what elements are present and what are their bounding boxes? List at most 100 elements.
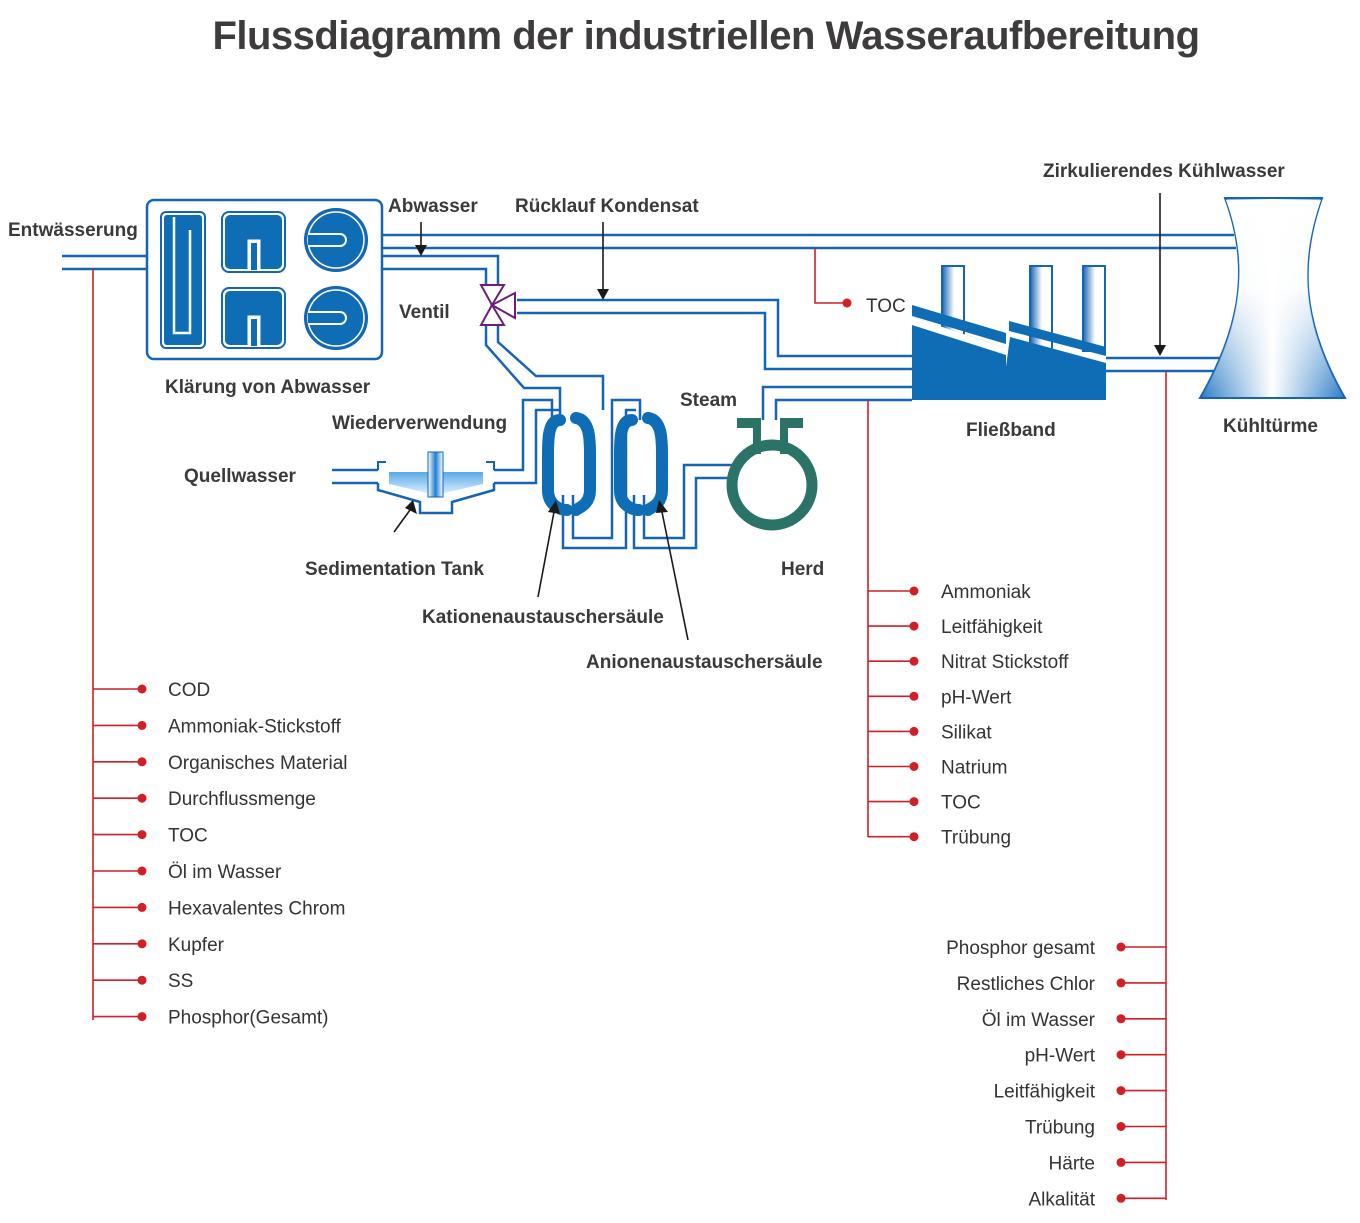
monitor-item: Ammoniak-Stickstoff — [93, 716, 342, 737]
arrow-head-icon — [405, 500, 417, 514]
column-link-3 — [642, 463, 740, 540]
sensor-dot — [137, 793, 147, 803]
square-tank-icon — [221, 287, 286, 349]
factory-icon — [912, 265, 1106, 400]
monitor-item: TOC — [868, 793, 981, 814]
cooling-tower-icon — [1198, 197, 1347, 399]
sensor-dot — [909, 621, 919, 631]
sensor-dot — [137, 939, 147, 949]
label-kuehltuerme: Kühltürme — [1223, 416, 1318, 437]
monitor-item: Härte — [1049, 1153, 1166, 1174]
sedim-out-outer — [494, 408, 560, 485]
monitoring-lines — [92, 248, 1167, 1200]
monitor-item: Alkalität — [1028, 1189, 1166, 1210]
monitor-label: Kupfer — [168, 935, 225, 956]
label-herd: Herd — [781, 559, 824, 580]
sensor-dot — [1116, 978, 1126, 988]
monitor-item: Nitrat Stickstoff — [868, 652, 1069, 673]
monitor-label: TOC — [168, 826, 208, 847]
monitor-label: COD — [168, 680, 210, 701]
arrow-head-icon — [597, 289, 609, 300]
monitor-item: Öl im Wasser — [982, 1010, 1166, 1031]
steam-pipe-left — [761, 385, 912, 420]
monitor-label: Leitfähigkeit — [941, 617, 1043, 638]
label-wiederverwendung: Wiederverwendung — [332, 413, 507, 434]
sensor-dot — [909, 586, 919, 596]
monitor-item: SS — [93, 971, 193, 992]
label-klaerung: Klärung von Abwasser — [165, 377, 371, 398]
monitor-item: Hexavalentes Chrom — [93, 898, 345, 919]
three-way-valve-icon — [479, 284, 516, 326]
label-toc-sensor: TOC — [866, 296, 906, 317]
monitor-label: Organisches Material — [168, 753, 348, 774]
sedim-out-inner — [494, 398, 554, 472]
boiler-icon — [726, 418, 818, 531]
monitor-item: Trübung — [868, 828, 1011, 849]
reuse-pipe-left — [484, 325, 562, 414]
monitor-label: Nitrat Stickstoff — [941, 652, 1069, 673]
monitor-item: Trübung — [1025, 1118, 1166, 1139]
monitor-item: COD — [93, 680, 210, 701]
sensor-dot — [909, 797, 919, 807]
monitor-item: Phosphor(Gesamt) — [93, 1008, 329, 1029]
reuse-pipe-right — [496, 325, 605, 410]
column-link-4 — [632, 476, 735, 550]
monitor-label: Ammoniak-Stickstoff — [168, 716, 342, 737]
monitor-item: Durchflussmenge — [93, 789, 316, 810]
sensor-dot — [137, 975, 147, 985]
sensor-dot — [909, 726, 919, 736]
label-steam: Steam — [680, 390, 737, 411]
monitor-item: Silikat — [868, 722, 992, 743]
annotation-arrows — [393, 193, 1166, 641]
anion-exchange-column-icon — [614, 412, 668, 516]
sensor-dot — [137, 757, 147, 767]
monitor-label: Trübung — [1025, 1118, 1095, 1139]
sensor-dot — [137, 1012, 147, 1022]
monitor-label: Durchflussmenge — [168, 789, 316, 810]
sensor-dot — [909, 762, 919, 771]
sensor-dot — [137, 684, 147, 694]
serpentine-channel — [172, 217, 192, 335]
pipes — [62, 233, 1236, 550]
monitor-item: Natrium — [868, 758, 1008, 779]
monitor-label: Alkalität — [1028, 1189, 1095, 1210]
monitor-label: TOC — [941, 793, 981, 814]
sensor-dot — [1116, 1014, 1126, 1024]
arrow-head-icon — [415, 245, 427, 256]
sensor-dot — [137, 830, 147, 840]
arrow-head-icon — [1154, 345, 1166, 356]
monitor-label: Trübung — [941, 828, 1011, 849]
monitor-item: Ammoniak — [868, 582, 1031, 603]
toc-line — [814, 248, 845, 304]
monitor-item: Leitfähigkeit — [868, 617, 1043, 638]
monitor-label: Hexavalentes Chrom — [168, 898, 345, 919]
wastewater-clarification-unit — [145, 198, 384, 361]
sensor-dot — [1116, 1193, 1126, 1203]
sensor-dot — [1116, 1086, 1126, 1096]
monitor-label: Phosphor gesamt — [946, 938, 1096, 959]
sensor-dot — [909, 656, 919, 666]
monitor-item: Restliches Chlor — [957, 974, 1166, 995]
condensate-pipe-bottom — [517, 311, 912, 371]
sensor-dot — [1116, 1050, 1126, 1060]
sensor-dot — [1116, 942, 1126, 952]
label-ventil: Ventil — [399, 302, 450, 323]
column-link-1 — [571, 398, 642, 540]
anion-arrow — [661, 511, 689, 641]
wastewater-pipe-inner — [383, 267, 488, 285]
column-link-2 — [561, 408, 636, 550]
wastewater-pipe-outer — [383, 254, 500, 285]
label-anionenaustauschersaeule: Anionenaustauschersäule — [586, 652, 823, 673]
label-entwaesserung: Entwässerung — [8, 220, 138, 241]
monitor-item: TOC — [93, 826, 208, 847]
label-abwasser: Abwasser — [388, 196, 478, 217]
sedimentation-arrow — [393, 509, 411, 533]
label-ruecklauf-kondensat: Rücklauf Kondensat — [515, 196, 699, 217]
round-clarifier-icon — [304, 208, 368, 272]
monitor-label: Öl im Wasser — [168, 862, 282, 883]
sensor-dot — [1116, 1122, 1126, 1131]
monitor-label: Öl im Wasser — [982, 1010, 1096, 1031]
steam-pipe-right — [774, 398, 912, 420]
